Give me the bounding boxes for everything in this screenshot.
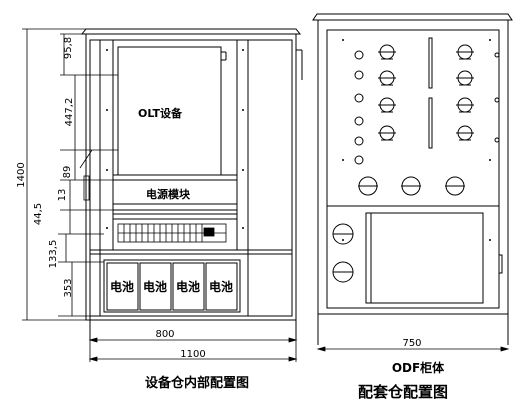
mounting-rail-holes: [106, 49, 244, 229]
battery-compartment: [103, 259, 241, 313]
odf-cabinet: [312, 13, 513, 345]
horizontal-dimension-lines: [88, 337, 298, 362]
odf-width-dimension: [316, 346, 510, 352]
power-module-label: 电源模块: [146, 187, 191, 201]
dim-89: 89: [62, 166, 73, 179]
battery-label-1: 电池: [110, 279, 134, 294]
dim-44-5: 44,5: [33, 203, 44, 225]
odf-side-holes: [342, 39, 491, 241]
dim-height-total: 1400: [16, 162, 27, 187]
dim-133-5: 133,5: [48, 240, 59, 269]
odf-inner-frame: [326, 29, 500, 309]
odf-body: [317, 19, 509, 315]
odf-rail-lower: [428, 97, 433, 149]
battery-2: [139, 262, 172, 311]
cabinet-body: [85, 33, 297, 321]
left-caption: 设备仓内部配置图: [145, 375, 249, 391]
dim-odf-width: 750: [402, 338, 421, 349]
battery-3: [172, 262, 205, 311]
odf-title: ODF柜体: [392, 360, 445, 375]
odf-knockout-holes: [354, 50, 500, 165]
odf-rail-upper: [428, 37, 433, 89]
battery-1: [106, 262, 139, 311]
odf-splice-trays-right: [456, 44, 474, 141]
battery-label-2: 电池: [143, 279, 167, 294]
cabinet-roof: [80, 28, 302, 35]
dim-width-total: 1100: [180, 349, 205, 360]
battery-4: [205, 262, 238, 311]
odf-cable-glands: [358, 176, 465, 196]
odf-roof: [312, 13, 513, 21]
odf-splice-trays-left: [378, 44, 396, 141]
dim-95-8: 95,8: [63, 37, 74, 59]
battery-label-4: 电池: [209, 279, 233, 294]
equipment-cabinet: [80, 28, 303, 340]
dim-353: 353: [63, 278, 74, 297]
terminal-block-strip: [117, 223, 227, 243]
dim-447-2: 447,2: [64, 98, 75, 127]
battery-label-3: 电池: [176, 279, 200, 294]
dim-13: 13: [57, 189, 68, 202]
vertical-dimension-lines: [22, 28, 118, 321]
right-caption: 配套仓配置图: [358, 383, 448, 401]
olt-label: OLT设备: [138, 106, 183, 120]
odf-lower-panel: [370, 212, 484, 304]
dim-width-inner: 800: [155, 329, 174, 340]
cabinet-inner-frame: [89, 39, 293, 317]
